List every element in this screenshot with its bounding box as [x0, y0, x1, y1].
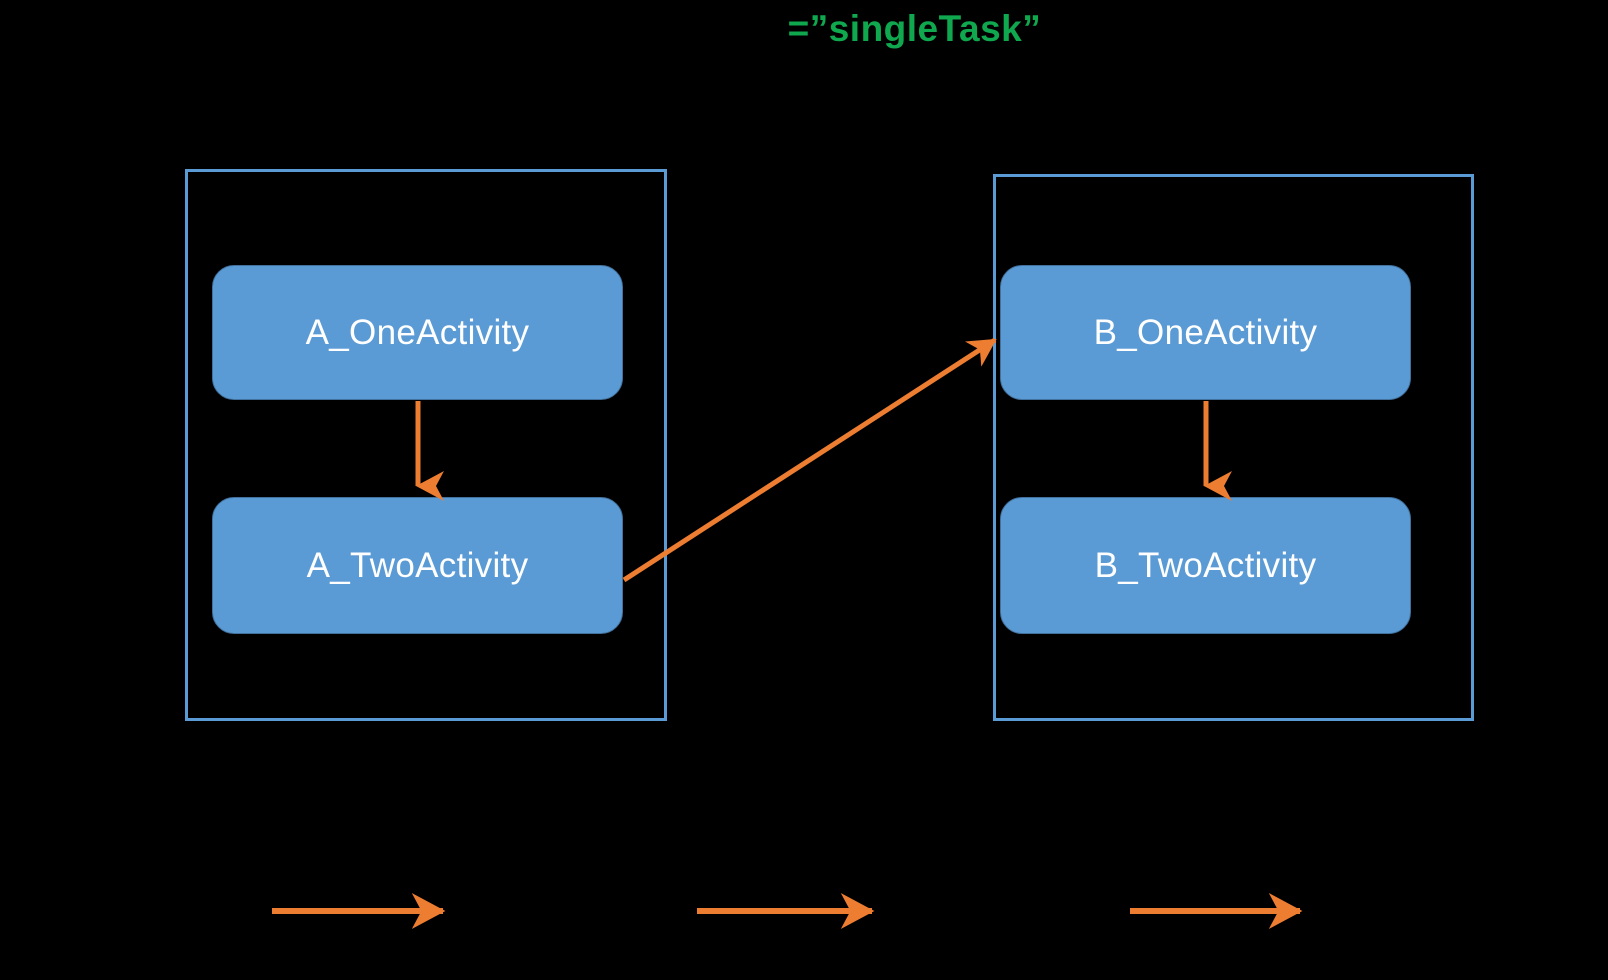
activity-node-b-two[interactable]: B_TwoActivity: [1000, 497, 1411, 634]
activity-node-a-two[interactable]: A_TwoActivity: [212, 497, 623, 634]
task-container-a: [185, 169, 667, 721]
activity-node-b-one[interactable]: B_OneActivity: [1000, 265, 1411, 400]
page-title: launchMode=”singleTask”: [0, 8, 1608, 50]
task-container-b: [993, 174, 1474, 721]
arrow-a-two-to-b-one: [622, 337, 997, 583]
page-title-visible: =”singleTask”: [787, 8, 1042, 49]
page-title-hidden-prefix: launchMode: [566, 8, 788, 49]
activity-node-a-one[interactable]: A_OneActivity: [212, 265, 623, 400]
